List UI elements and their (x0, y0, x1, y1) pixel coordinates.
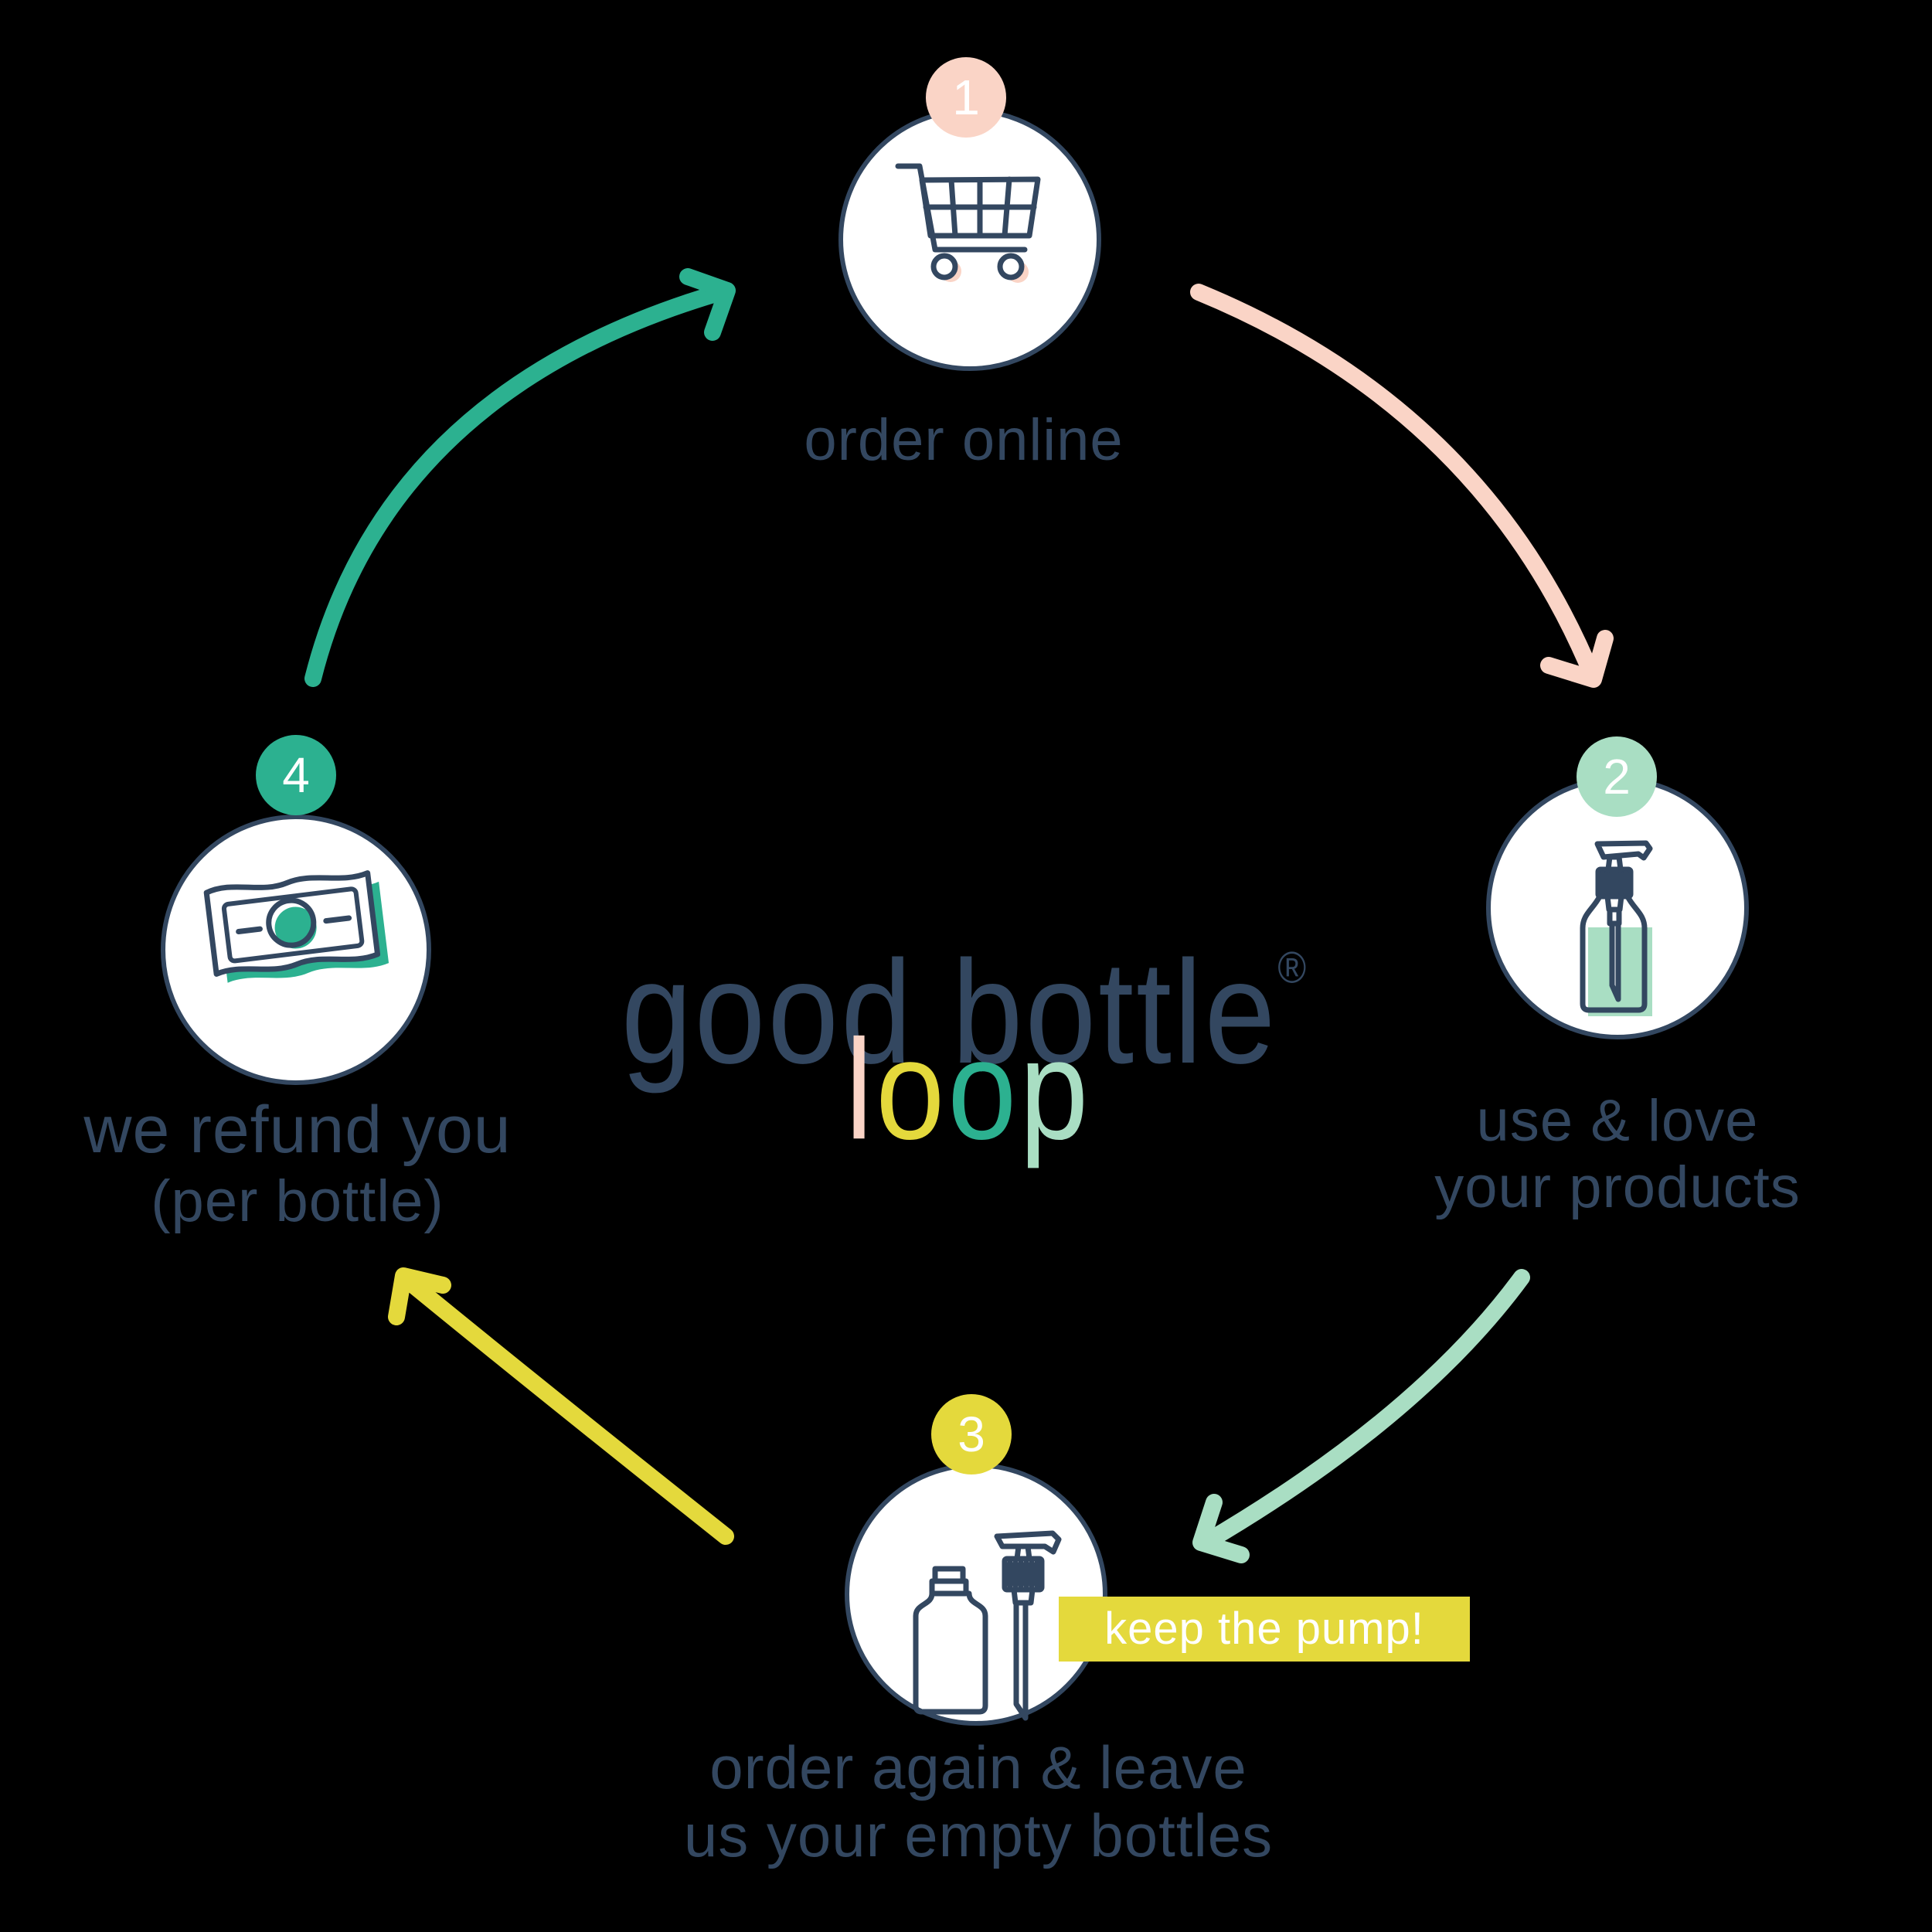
step-circle-order-again (845, 1463, 1107, 1726)
step-number-badge-3: 3 (931, 1394, 1012, 1475)
step-label-line: order online (804, 407, 1124, 473)
callout-banner-keep-the-pump: keep the pump! (1059, 1597, 1470, 1662)
registered-trademark-symbol: ® (1277, 942, 1307, 993)
loop-wordmark: loop (582, 1001, 1355, 1179)
loop-letter: o (876, 1009, 948, 1169)
loop-letter: l (845, 1009, 876, 1169)
pump-bottle-icon (1580, 840, 1653, 1016)
step-label-order-online: order online (655, 407, 1273, 474)
step-label-order-again: order again & leave us your empty bottle… (669, 1733, 1287, 1869)
step-label-line: order again & leave (709, 1733, 1247, 1801)
shopping-cart-icon (895, 163, 1041, 283)
loop-letter: p (1019, 1009, 1092, 1169)
brand-name: good bottle (621, 930, 1278, 1094)
arrow-step2-to-step3 (1192, 1269, 1530, 1563)
arrow-step1-to-step2 (1190, 284, 1614, 688)
arrow-step4-to-step1 (304, 268, 736, 687)
step-label-line: we refund you (83, 1093, 512, 1167)
money-bill-icon (203, 870, 389, 983)
step-label-line: us your empty bottles (683, 1801, 1274, 1869)
step-label-we-refund-you: we refund you (per bottle) (0, 1091, 607, 1235)
step-number-badge-2: 2 (1577, 736, 1657, 817)
step-label-line: your products (1434, 1155, 1801, 1220)
step-number-badge-4: 4 (256, 735, 336, 815)
loop-letter: o (947, 1009, 1020, 1169)
step-label-use-and-love: use & love your products (1308, 1088, 1927, 1221)
arrow-step3-to-step4 (388, 1267, 734, 1545)
bottle-and-pump-icon (913, 1530, 1062, 1721)
step-number-badge-1: 1 (926, 57, 1006, 138)
brand-wordmark: good bottle® (577, 870, 1350, 1094)
step-label-line: (per bottle) (151, 1168, 444, 1234)
step-label-line: use & love (1476, 1088, 1759, 1154)
